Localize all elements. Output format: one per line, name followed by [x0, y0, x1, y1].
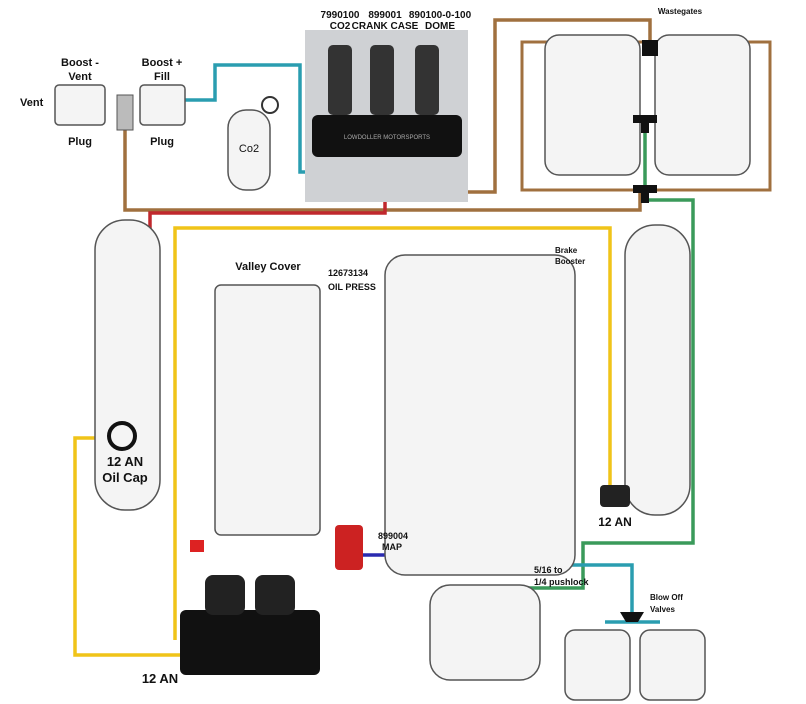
- oil-press-pn: 12673134: [328, 268, 368, 278]
- fitting-12an-right: [600, 485, 630, 507]
- bov-left: [564, 629, 631, 701]
- valley-cover-label: Valley Cover: [235, 261, 301, 273]
- sensor-manifold-block: [312, 115, 462, 157]
- plug-right-label: Plug: [150, 136, 174, 148]
- wastegate-right: [654, 34, 751, 176]
- valve-cover-right: [624, 224, 691, 516]
- boost-vent-label-2: Vent: [68, 71, 92, 83]
- brake-label-1: Brake: [555, 246, 578, 255]
- catch-can-filter-right: [255, 575, 295, 615]
- sensor1-name: CO2: [330, 21, 351, 32]
- sensor3-pn: 890100-0-100: [409, 10, 472, 21]
- oilcap-label: Oil Cap: [102, 470, 148, 485]
- catchcan-an-label: 12 AN: [142, 671, 178, 686]
- map-regulator: [335, 525, 363, 570]
- sensor2-name: CRANK CASE: [352, 21, 419, 32]
- pushlock-label-2: 1/4 pushlock: [534, 577, 590, 587]
- boost-fill-label-2: Fill: [154, 71, 170, 83]
- wastegate-tee: [633, 40, 658, 203]
- oil-press-label: OIL PRESS: [328, 282, 376, 292]
- catch-can-filter-left: [205, 575, 245, 615]
- oilcap-an-label: 12 AN: [107, 454, 143, 469]
- tee-fitting: [116, 94, 134, 131]
- boost-vent-solenoid: [54, 84, 106, 126]
- map-pn: 899004: [378, 531, 408, 541]
- catch-can: [180, 610, 320, 675]
- co2-sensor: [328, 45, 352, 115]
- co2-bottle: [227, 109, 271, 191]
- yellow-oilcap-line: [73, 436, 200, 657]
- red-fitting: [190, 540, 204, 552]
- wastegate-left: [544, 34, 641, 176]
- pushlock-label-1: 5/16 to: [534, 565, 563, 575]
- sensor3-name: DOME: [425, 21, 455, 32]
- intake-manifold: [384, 254, 576, 576]
- valley-cover: [214, 284, 321, 536]
- sensor1-pn: 7990100: [321, 10, 360, 21]
- crankcase-sensor: [370, 45, 394, 115]
- manifold-brand: LOWDOLLER MOTORSPORTS: [344, 135, 430, 141]
- vent-label: Vent: [20, 97, 44, 109]
- right-an-label: 12 AN: [598, 515, 632, 529]
- dome-sensor: [415, 45, 439, 115]
- plug-left-label: Plug: [68, 136, 92, 148]
- boost-vent-label-1: Boost -: [61, 57, 99, 69]
- bov-label-2: Valves: [650, 605, 675, 614]
- boost-fill-solenoid: [139, 84, 186, 126]
- regulator-gauge: [261, 96, 279, 114]
- co2-bottle-label: Co2: [239, 143, 259, 155]
- map-label: MAP: [382, 542, 402, 552]
- oil-cap: [107, 421, 137, 451]
- boost-fill-label-1: Boost +: [142, 57, 183, 69]
- bov-label-1: Blow Off: [650, 593, 683, 602]
- bov-right: [639, 629, 706, 701]
- bov-tee: [620, 612, 644, 622]
- yellow-line: [173, 226, 612, 640]
- wastegates-label: Wastegates: [658, 7, 703, 16]
- brake-label-2: Booster: [555, 257, 585, 266]
- valve-cover-left: [94, 219, 161, 511]
- sensor2-pn: 899001: [368, 10, 402, 21]
- turbo: [429, 584, 541, 681]
- brown-line: [123, 130, 642, 212]
